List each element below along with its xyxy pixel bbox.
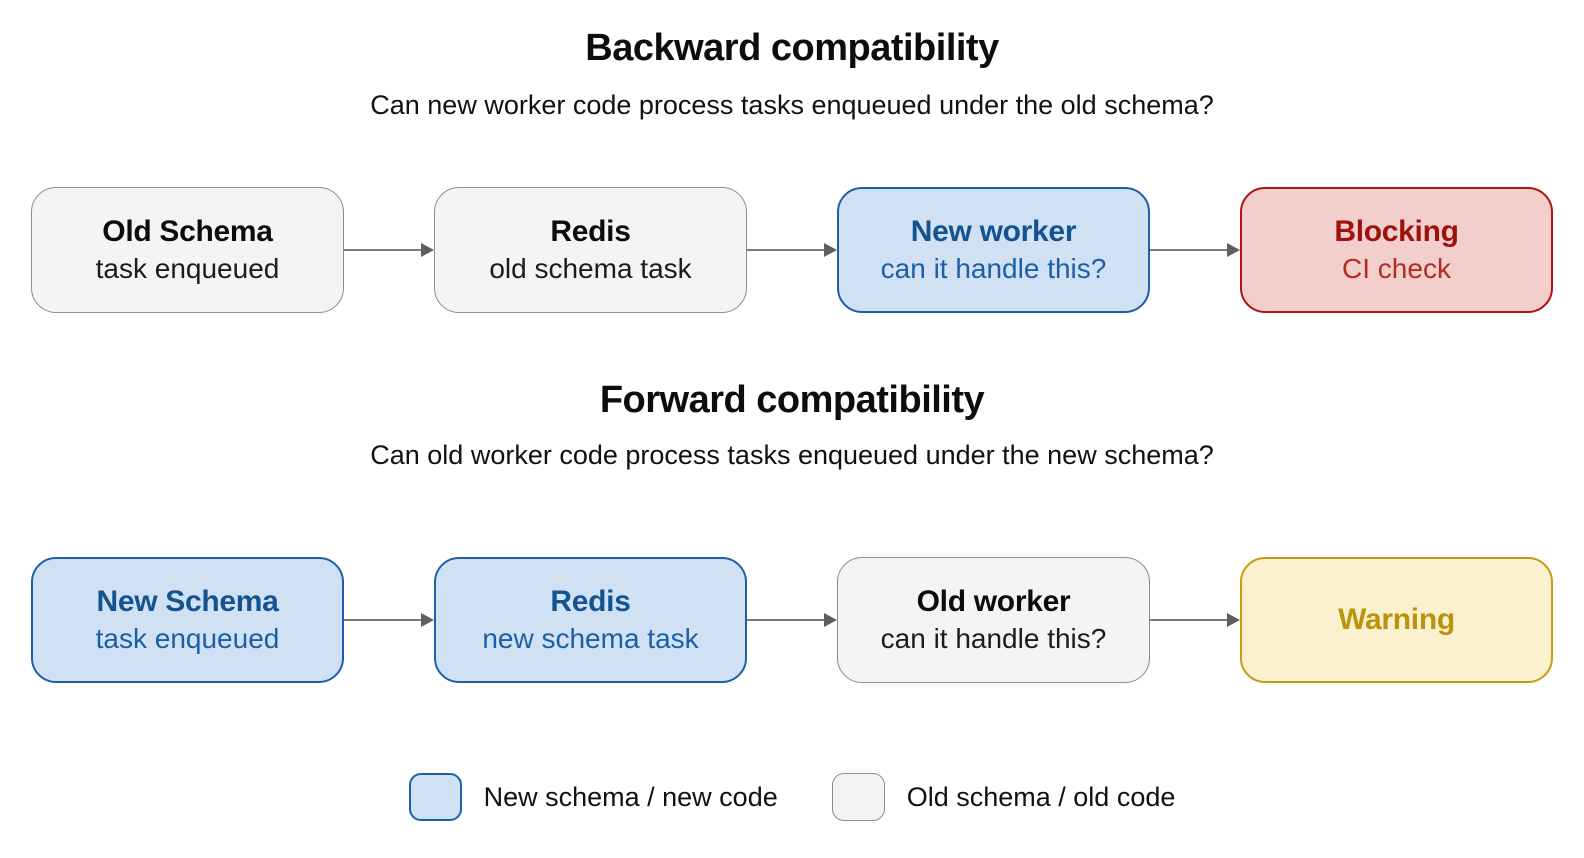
flow-row-backward: Old Schema task enqueued Redis old schem… — [0, 187, 1584, 313]
section-forward-compatibility: Forward compatibility Can old worker cod… — [0, 376, 1584, 683]
legend-label: New schema / new code — [483, 782, 778, 812]
node-blocking: Blocking CI check — [1240, 187, 1553, 313]
flow-row-forward: New Schema task enqueued Redis new schem… — [0, 557, 1584, 683]
node-old-worker: Old worker can it handle this? — [837, 557, 1150, 683]
flow-arrow — [344, 243, 434, 257]
flow-arrow — [1150, 243, 1240, 257]
legend-label: Old schema / old code — [906, 782, 1176, 812]
arrow-right-icon — [421, 613, 434, 627]
node-subtitle: task enqueued — [95, 623, 280, 654]
node-title: Blocking — [1334, 215, 1459, 248]
node-subtitle: CI check — [1342, 253, 1451, 284]
legend: New schema / new code Old schema / old c… — [0, 773, 1584, 821]
node-title: Redis — [550, 585, 631, 618]
arrow-line — [344, 618, 422, 622]
section-subtitle: Can old worker code process tasks enqueu… — [370, 440, 1214, 470]
node-redis-new: Redis new schema task — [434, 557, 747, 683]
node-subtitle: can it handle this? — [880, 253, 1107, 284]
node-title: New worker — [910, 215, 1077, 248]
arrow-line — [747, 248, 825, 252]
node-warning: Warning — [1240, 557, 1553, 683]
node-title: Redis — [550, 215, 631, 248]
node-subtitle: can it handle this? — [880, 623, 1107, 654]
node-title: New Schema — [96, 585, 279, 618]
legend-swatch-new-icon — [408, 773, 462, 821]
legend-swatch-old-icon — [831, 773, 885, 821]
arrow-line — [1150, 618, 1228, 622]
arrow-right-icon — [1227, 243, 1240, 257]
node-redis-old: Redis old schema task — [434, 187, 747, 313]
flow-arrow — [344, 613, 434, 627]
node-title: Warning — [1338, 603, 1455, 636]
legend-item-old: Old schema / old code — [831, 773, 1176, 821]
arrow-right-icon — [824, 243, 837, 257]
flow-arrow — [1150, 613, 1240, 627]
node-subtitle: task enqueued — [95, 253, 280, 284]
section-title: Forward compatibility — [599, 379, 985, 421]
node-new-schema: New Schema task enqueued — [31, 557, 344, 683]
flow-arrow — [747, 613, 837, 627]
node-old-schema: Old Schema task enqueued — [31, 187, 344, 313]
node-title: Old Schema — [102, 215, 273, 248]
legend-item-new: New schema / new code — [408, 773, 778, 821]
arrow-line — [344, 248, 422, 252]
node-subtitle: old schema task — [489, 253, 692, 284]
arrow-right-icon — [824, 613, 837, 627]
flow-arrow — [747, 243, 837, 257]
arrow-right-icon — [421, 243, 434, 257]
node-subtitle: new schema task — [482, 623, 699, 654]
section-backward-compatibility: Backward compatibility Can new worker co… — [0, 24, 1584, 313]
arrow-line — [1150, 248, 1228, 252]
section-subtitle: Can new worker code process tasks enqueu… — [370, 90, 1214, 120]
node-new-worker: New worker can it handle this? — [837, 187, 1150, 313]
arrow-right-icon — [1227, 613, 1240, 627]
arrow-line — [747, 618, 825, 622]
node-title: Old worker — [916, 585, 1071, 618]
section-title: Backward compatibility — [585, 27, 999, 69]
